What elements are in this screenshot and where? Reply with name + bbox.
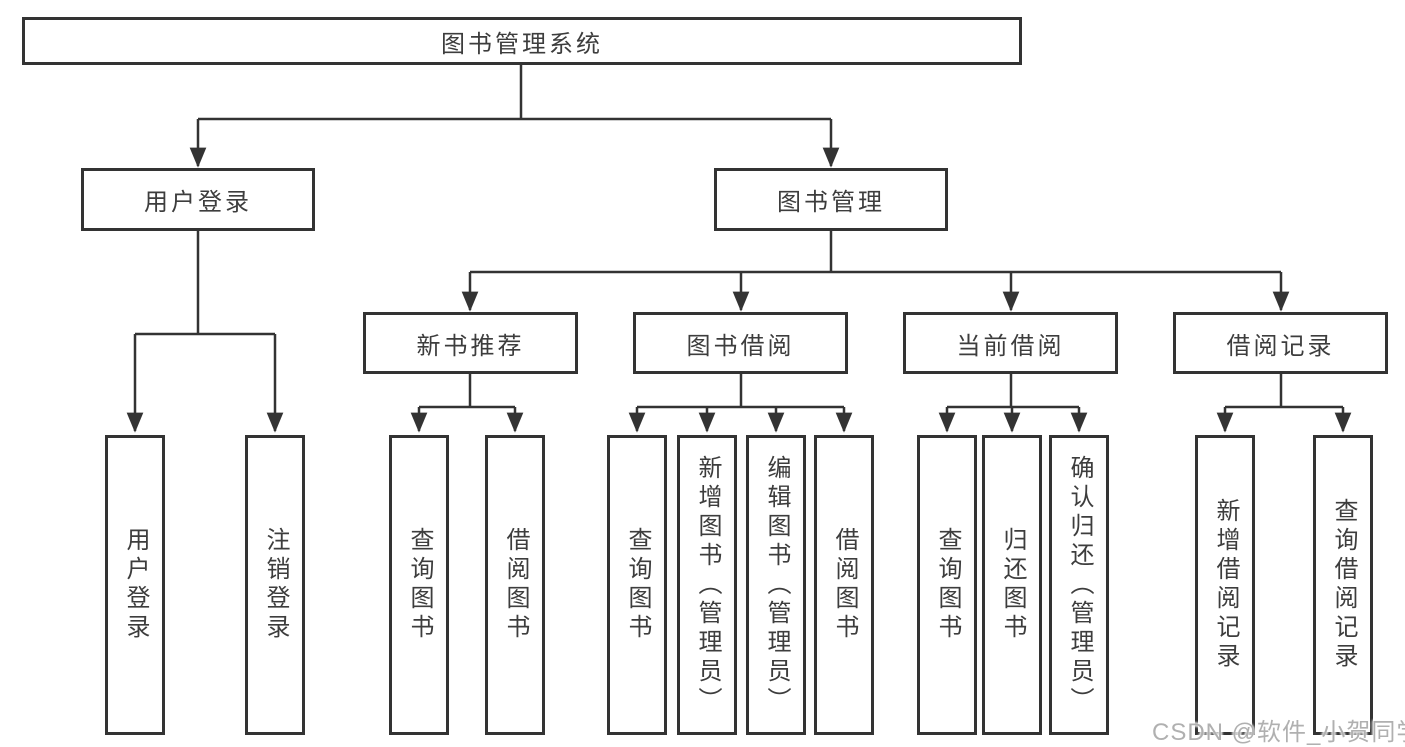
leaf-query-books-2: 查询图书 [607, 435, 667, 735]
leaf-logout: 注销登录 [245, 435, 305, 735]
leaf-query-borrow-record: 查询借阅记录 [1313, 435, 1373, 735]
leaf-user-login: 用户登录 [105, 435, 165, 735]
node-root-system: 图书管理系统 [22, 17, 1022, 65]
node-borrow-records: 借阅记录 [1173, 312, 1388, 374]
leaf-confirm-return-admin: 确认归还（管理员） [1049, 435, 1109, 735]
node-current-borrow: 当前借阅 [903, 312, 1118, 374]
node-user-login-branch: 用户登录 [81, 168, 315, 231]
watermark: CSDN @软件_小贺同学 [1152, 719, 1405, 746]
leaf-query-books-3: 查询图书 [917, 435, 977, 735]
node-book-borrow: 图书借阅 [633, 312, 848, 374]
node-new-book-recommend: 新书推荐 [363, 312, 578, 374]
leaf-borrow-books-2: 借阅图书 [814, 435, 874, 735]
leaf-borrow-books-1: 借阅图书 [485, 435, 545, 735]
leaf-edit-books-admin: 编辑图书（管理员） [746, 435, 806, 735]
leaf-query-books-1: 查询图书 [389, 435, 449, 735]
node-book-management-branch: 图书管理 [714, 168, 948, 231]
leaf-add-borrow-record: 新增借阅记录 [1195, 435, 1255, 735]
leaf-return-books: 归还图书 [982, 435, 1042, 735]
leaf-add-books-admin: 新增图书（管理员） [677, 435, 737, 735]
